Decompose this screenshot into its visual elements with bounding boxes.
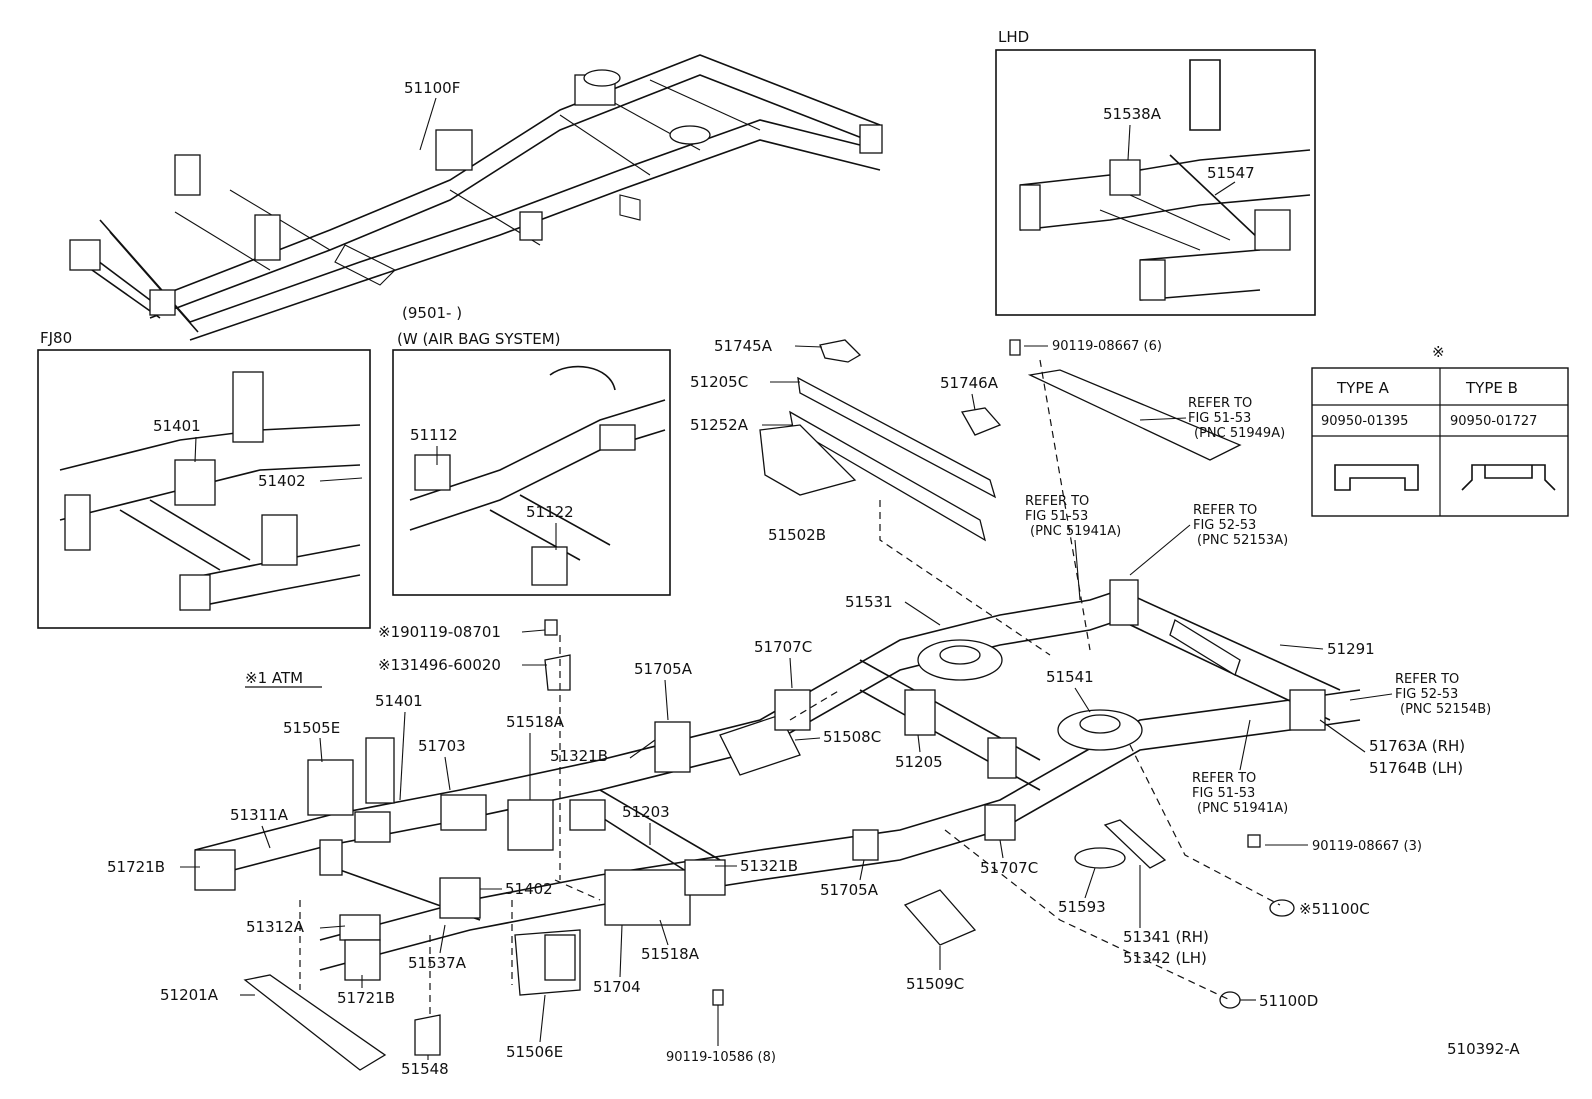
label-51707C-bottom: 51707C (980, 859, 1038, 877)
label-51509C: 51509C (906, 975, 964, 993)
label-51531: 51531 (845, 593, 893, 611)
label-51312A: 51312A (246, 918, 305, 936)
dashed-guides (299, 359, 1281, 1015)
label-51745A: 51745A (714, 337, 773, 355)
label-90119-08701: ※190119-08701 (378, 623, 501, 641)
fj80-title: FJ80 (40, 329, 72, 347)
frame-assembly-main (194, 579, 1361, 1071)
lhd-inset (995, 49, 1316, 316)
ref5-line2: FIG 51-53 (1192, 786, 1255, 801)
table-col-b: TYPE B (1465, 379, 1518, 397)
label-51100C: ※51100C (1299, 900, 1370, 918)
label-51321B-bottom: 51321B (740, 857, 798, 875)
frame-assembly-top (69, 54, 883, 341)
table-col-a: TYPE A (1336, 379, 1390, 397)
airbag-title-2: (W (AIR BAG SYSTEM) (397, 330, 561, 348)
label-51541: 51541 (1046, 668, 1094, 686)
ref3-line1: REFER TO (1193, 503, 1257, 518)
ref3-line2: FIG 52-53 (1193, 518, 1256, 533)
diagram-code: 510392-A (1447, 1040, 1520, 1058)
clip-type-a-shape (1334, 464, 1419, 491)
label-51205: 51205 (895, 753, 943, 771)
label-51203: 51203 (622, 803, 670, 821)
label-51593: 51593 (1058, 898, 1106, 916)
label-51537A: 51537A (408, 954, 467, 972)
label-31496-60020: ※131496-60020 (378, 656, 501, 674)
note-atm: ※1 ATM (245, 669, 303, 687)
label-51402: 51402 (505, 880, 553, 898)
label-51100D: 51100D (1259, 992, 1318, 1010)
label-51704: 51704 (593, 978, 641, 996)
label-90119-08667-3: 90119-08667 (3) (1312, 839, 1422, 854)
label-51321B-top: 51321B (550, 747, 608, 765)
label-51703: 51703 (418, 737, 466, 755)
ref5-line1: REFER TO (1192, 771, 1256, 786)
label-51122: 51122 (526, 503, 574, 521)
ref1-line3: (PNC 51949A) (1194, 426, 1285, 441)
airbag-title-1: (9501- ) (402, 304, 462, 322)
label-51201A: 51201A (160, 986, 219, 1004)
label-fj80-51402: 51402 (258, 472, 306, 490)
ref1-line2: FIG 51-53 (1188, 411, 1251, 426)
table-marker: ※ (1432, 343, 1445, 361)
ref2-line2: FIG 51-53 (1025, 509, 1088, 524)
label-51705A-bottom: 51705A (820, 881, 879, 899)
ref5-line3: (PNC 51941A) (1197, 801, 1288, 816)
label-51205C: 51205C (690, 373, 748, 391)
clip-type-b-shape (1461, 464, 1556, 491)
label-51764B: 51764B (LH) (1369, 759, 1463, 777)
label-51112: 51112 (410, 426, 458, 444)
ref4-line3: (PNC 52154B) (1400, 702, 1491, 717)
lhd-title: LHD (998, 28, 1029, 46)
ref2-line3: (PNC 51941A) (1030, 524, 1121, 539)
label-51721B-bottom: 51721B (337, 989, 395, 1007)
ref2-line1: REFER TO (1025, 494, 1089, 509)
label-51518A-bottom: 51518A (641, 945, 700, 963)
label-90119-08667-6: 90119-08667 (6) (1052, 339, 1162, 354)
table-part-b: 90950-01727 (1450, 414, 1537, 429)
label-51707C-top: 51707C (754, 638, 812, 656)
label-51342: 51342 (LH) (1123, 949, 1207, 967)
label-51252A: 51252A (690, 416, 749, 434)
label-90119-10586: 90119-10586 (8) (666, 1050, 776, 1065)
label-fj80-51401: 51401 (153, 417, 201, 435)
label-51538A: 51538A (1103, 105, 1162, 123)
ref4-line2: FIG 52-53 (1395, 687, 1458, 702)
label-51548: 51548 (401, 1060, 449, 1078)
label-51311A: 51311A (230, 806, 289, 824)
label-51721B-left: 51721B (107, 858, 165, 876)
label-51506E: 51506E (506, 1043, 563, 1061)
type-table: ※ TYPE A TYPE B 90950-01395 90950-01727 (1311, 343, 1569, 517)
label-51291: 51291 (1327, 640, 1375, 658)
label-51508C: 51508C (823, 728, 881, 746)
label-51763A: 51763A (RH) (1369, 737, 1465, 755)
label-51518A-top: 51518A (506, 713, 565, 731)
label-51505E: 51505E (283, 719, 340, 737)
fj80-inset (37, 349, 371, 629)
label-51502B: 51502B (768, 526, 826, 544)
label-51100F: 51100F (404, 79, 460, 97)
table-part-a: 90950-01395 (1321, 414, 1408, 429)
label-51341: 51341 (RH) (1123, 928, 1209, 946)
airbag-inset (392, 349, 671, 596)
ref3-line3: (PNC 52153A) (1197, 533, 1288, 548)
label-51547: 51547 (1207, 164, 1255, 182)
ref4-line1: REFER TO (1395, 672, 1459, 687)
label-51746A: 51746A (940, 374, 999, 392)
label-51401: 51401 (375, 692, 423, 710)
ref1-line1: REFER TO (1188, 396, 1252, 411)
upper-crossmember-parts (759, 339, 1242, 542)
label-51705A-top: 51705A (634, 660, 693, 678)
